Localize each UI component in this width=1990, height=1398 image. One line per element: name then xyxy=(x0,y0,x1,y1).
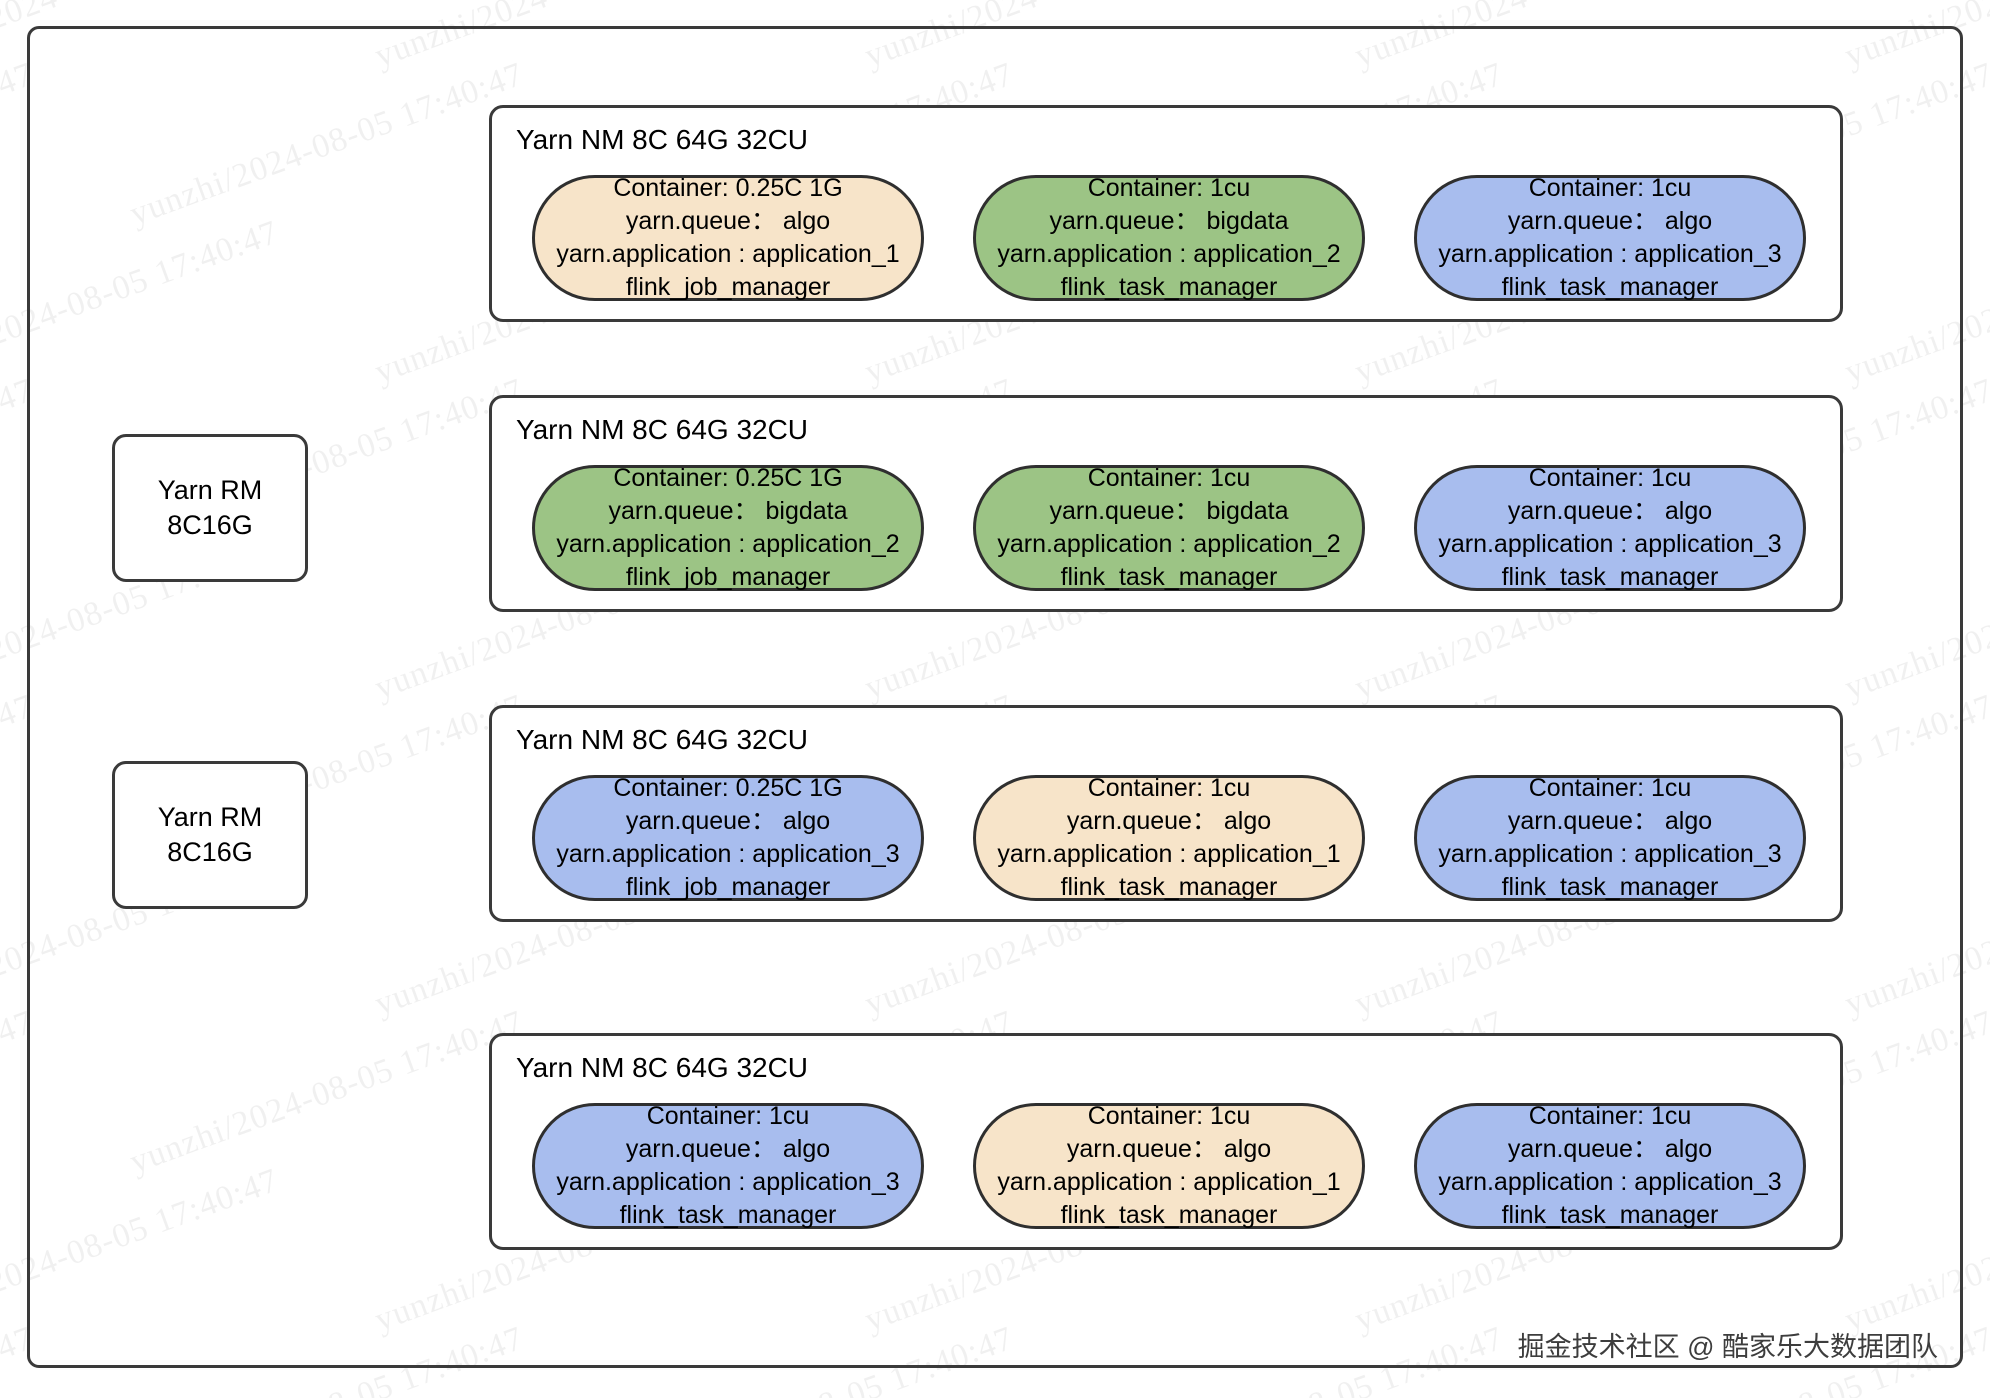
container-resource: Container: 0.25C 1G xyxy=(613,173,843,202)
yarn-nm-title: Yarn NM 8C 64G 32CU xyxy=(516,414,809,445)
container-queue: yarn.queue： algo xyxy=(1066,1134,1272,1163)
container-pill[interactable]: Container: 1cu yarn.queue： algo yarn.app… xyxy=(1414,773,1806,902)
container-queue: yarn.queue： algo xyxy=(625,206,831,235)
container-pill[interactable]: Container: 0.25C 1G yarn.queue： bigdata … xyxy=(532,463,924,592)
container-queue: yarn.queue： algo xyxy=(625,806,831,835)
container-role: flink_task_manager xyxy=(619,1201,837,1230)
container-pill[interactable]: Container: 0.25C 1G yarn.queue： algo yar… xyxy=(532,773,924,902)
container-role: flink_task_manager xyxy=(1501,563,1719,592)
container-pill[interactable]: Container: 1cu yarn.queue： bigdata yarn.… xyxy=(973,463,1365,592)
container-role: flink_task_manager xyxy=(1501,873,1719,902)
container-role: flink_job_manager xyxy=(625,873,831,902)
container-resource: Container: 1cu xyxy=(1528,173,1692,202)
container-resource: Container: 1cu xyxy=(1528,773,1692,802)
container-application: yarn.application : application_3 xyxy=(1438,530,1782,558)
container-resource: Container: 1cu xyxy=(1087,773,1251,802)
container-queue: yarn.queue： bigdata xyxy=(608,496,848,525)
container-role: flink_task_manager xyxy=(1060,873,1278,902)
yarn-nm-box-4[interactable]: Yarn NM 8C 64G 32CU Container: 1cu yarn.… xyxy=(489,1033,1843,1250)
yarn-rm-spec: 8C16G xyxy=(167,510,253,540)
yarn-nm-box-1[interactable]: Yarn NM 8C 64G 32CU Container: 0.25C 1G … xyxy=(489,105,1843,322)
container-application: yarn.application : application_2 xyxy=(997,530,1341,558)
container-queue: yarn.queue： algo xyxy=(1507,806,1713,835)
container-queue: yarn.queue： algo xyxy=(1507,1134,1713,1163)
container-application: yarn.application : application_1 xyxy=(556,240,900,268)
container-queue: yarn.queue： algo xyxy=(1066,806,1272,835)
container-resource: Container: 0.25C 1G xyxy=(613,773,843,802)
yarn-rm-box-1[interactable]: Yarn RM 8C16G xyxy=(112,434,308,582)
container-resource: Container: 0.25C 1G xyxy=(613,463,843,492)
yarn-rm-box-2[interactable]: Yarn RM 8C16G xyxy=(112,761,308,909)
container-pill[interactable]: Container: 1cu yarn.queue： algo yarn.app… xyxy=(973,773,1365,902)
container-role: flink_task_manager xyxy=(1501,273,1719,302)
container-role: flink_task_manager xyxy=(1501,1201,1719,1230)
container-row: Container: 0.25C 1G yarn.queue： algo yar… xyxy=(532,773,1806,902)
yarn-rm-name: Yarn RM xyxy=(157,475,263,506)
container-application: yarn.application : application_3 xyxy=(556,840,900,868)
container-queue: yarn.queue： bigdata xyxy=(1049,496,1289,525)
container-pill[interactable]: Container: 1cu yarn.queue： algo yarn.app… xyxy=(973,1101,1365,1230)
container-role: flink_job_manager xyxy=(625,273,831,302)
container-resource: Container: 1cu xyxy=(1087,173,1251,202)
container-pill[interactable]: Container: 1cu yarn.queue： algo yarn.app… xyxy=(1414,463,1806,592)
container-row: Container: 0.25C 1G yarn.queue： bigdata … xyxy=(532,463,1806,592)
container-queue: yarn.queue： bigdata xyxy=(1049,206,1289,235)
diagram-outer-frame xyxy=(27,26,1963,1368)
container-queue: yarn.queue： algo xyxy=(625,1134,831,1163)
attribution-text: 掘金技术社区 @ 酷家乐大数据团队 xyxy=(1517,1332,1938,1362)
container-application: yarn.application : application_1 xyxy=(997,1168,1341,1196)
container-application: yarn.application : application_3 xyxy=(556,1168,900,1196)
container-row: Container: 1cu yarn.queue： algo yarn.app… xyxy=(532,1101,1806,1230)
container-application: yarn.application : application_2 xyxy=(556,530,900,558)
yarn-rm-spec: 8C16G xyxy=(167,837,253,867)
container-role: flink_job_manager xyxy=(625,563,831,592)
container-row: Container: 0.25C 1G yarn.queue： algo yar… xyxy=(532,173,1806,302)
container-application: yarn.application : application_3 xyxy=(1438,1168,1782,1196)
container-application: yarn.application : application_2 xyxy=(997,240,1341,268)
container-resource: Container: 1cu xyxy=(1528,463,1692,492)
container-resource: Container: 1cu xyxy=(646,1101,810,1130)
container-resource: Container: 1cu xyxy=(1087,1101,1251,1130)
yarn-nm-title: Yarn NM 8C 64G 32CU xyxy=(516,1052,809,1083)
container-queue: yarn.queue： algo xyxy=(1507,206,1713,235)
container-application: yarn.application : application_1 xyxy=(997,840,1341,868)
container-role: flink_task_manager xyxy=(1060,1201,1278,1230)
container-role: flink_task_manager xyxy=(1060,563,1278,592)
container-resource: Container: 1cu xyxy=(1528,1101,1692,1130)
container-pill[interactable]: Container: 1cu yarn.queue： algo yarn.app… xyxy=(1414,1101,1806,1230)
yarn-rm-name: Yarn RM xyxy=(157,802,263,833)
yarn-nm-box-3[interactable]: Yarn NM 8C 64G 32CU Container: 0.25C 1G … xyxy=(489,705,1843,922)
yarn-nm-box-2[interactable]: Yarn NM 8C 64G 32CU Container: 0.25C 1G … xyxy=(489,395,1843,612)
container-pill[interactable]: Container: 1cu yarn.queue： algo yarn.app… xyxy=(532,1101,924,1230)
container-pill[interactable]: Container: 1cu yarn.queue： bigdata yarn.… xyxy=(973,173,1365,302)
container-queue: yarn.queue： algo xyxy=(1507,496,1713,525)
container-pill[interactable]: Container: 0.25C 1G yarn.queue： algo yar… xyxy=(532,173,924,302)
container-role: flink_task_manager xyxy=(1060,273,1278,302)
container-application: yarn.application : application_3 xyxy=(1438,840,1782,868)
container-application: yarn.application : application_3 xyxy=(1438,240,1782,268)
container-pill[interactable]: Container: 1cu yarn.queue： algo yarn.app… xyxy=(1414,173,1806,302)
yarn-nm-title: Yarn NM 8C 64G 32CU xyxy=(516,724,809,755)
container-resource: Container: 1cu xyxy=(1087,463,1251,492)
yarn-nm-title: Yarn NM 8C 64G 32CU xyxy=(516,124,809,155)
